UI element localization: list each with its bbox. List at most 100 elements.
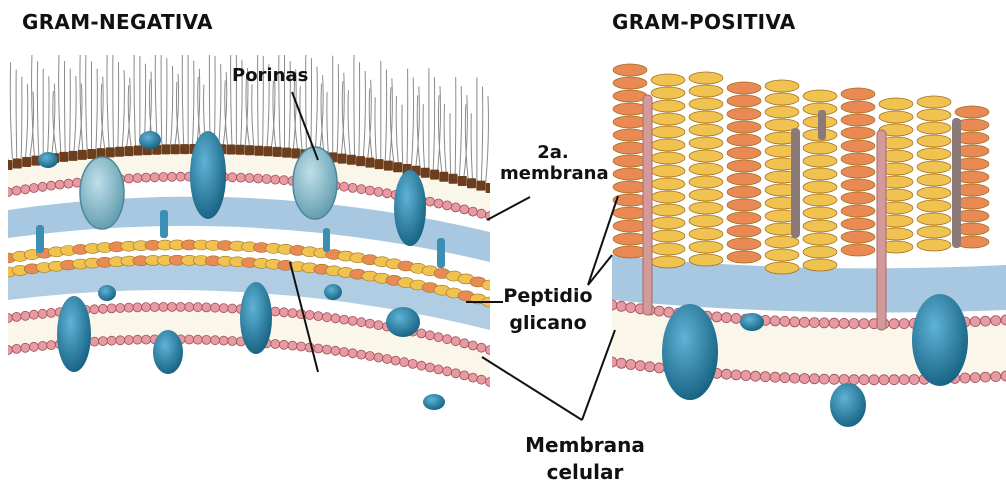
lipid-head [245, 174, 254, 183]
lps-head [291, 148, 300, 158]
peptidoglycan-unit [651, 139, 685, 151]
lipid-head [331, 346, 340, 355]
peptidoglycan-text-line2: glicano [496, 310, 600, 337]
membrane-protein [386, 307, 420, 337]
lps-head [106, 147, 115, 157]
peptidoglycan-unit [689, 189, 723, 201]
lipid-head [468, 341, 477, 350]
lps-strand [315, 67, 317, 152]
lipid-head [383, 355, 392, 364]
lipid-head [4, 188, 13, 197]
lps-head [458, 176, 467, 186]
peptidoglycan-unit [879, 98, 913, 110]
lipid-head [426, 331, 435, 340]
lps-strand [402, 105, 403, 165]
lps-strand [171, 66, 173, 145]
peptidoglycan-unit [651, 113, 685, 125]
lipid-head [800, 317, 810, 327]
lipid-head [279, 308, 288, 317]
lipid-head [991, 372, 1001, 382]
lipid-head [626, 303, 636, 313]
lipid-head [970, 317, 980, 327]
lipid-head [809, 374, 819, 384]
lipid-head [468, 207, 477, 216]
lipid-head [859, 319, 869, 329]
lps-head [439, 172, 448, 182]
lipid-head [142, 173, 151, 182]
lps-strand [155, 42, 157, 145]
lipid-head [819, 318, 829, 328]
lps-head [22, 157, 31, 167]
lipid-head [760, 372, 770, 382]
cell-membrane-leader-line-right [582, 330, 615, 420]
lps-head [69, 151, 78, 161]
lps-strand [86, 54, 87, 150]
lipid-head [38, 309, 47, 318]
peptidoglycan-unit [803, 259, 837, 271]
peptidoglycan-unit [917, 200, 951, 212]
lipid-head [185, 303, 194, 312]
lipid-head [150, 173, 159, 182]
peptidoglycan-unit [727, 108, 761, 120]
lps-strand [26, 84, 28, 157]
peptidoglycan-unit [917, 187, 951, 199]
lps-strand [182, 45, 183, 145]
lipid-head [133, 303, 142, 312]
lps-strand [70, 69, 71, 152]
lipid-head [426, 197, 435, 206]
lps-strand [348, 90, 350, 156]
peptidoglycan-unit [727, 199, 761, 211]
gram-positive-illustration [607, 64, 1006, 427]
peptidoglycan-unit [613, 155, 647, 167]
membrane-protein [662, 304, 718, 400]
lipid-head [645, 362, 655, 372]
peptidoglycan-label: Peptidio glicano [496, 283, 600, 336]
lipid-head [434, 199, 443, 208]
lipid-head [236, 173, 245, 182]
lipid-head [288, 341, 297, 350]
lipid-head [899, 319, 909, 329]
peptidoglycan-unit [651, 100, 685, 112]
lps-head [78, 150, 87, 160]
peptidoglycan-unit [803, 207, 837, 219]
peptidoglycan-unit [689, 111, 723, 123]
lps-strand [471, 113, 472, 180]
lipid-head [408, 359, 417, 368]
lipid-head [202, 335, 211, 344]
lps-head [486, 183, 495, 193]
peptidoglycan-unit [651, 256, 685, 268]
peptidoglycan-unit [613, 246, 647, 258]
lipid-head [29, 342, 38, 351]
lipid-head [279, 340, 288, 349]
lps-strand [16, 70, 17, 159]
lipid-head [616, 358, 626, 368]
membrane-protein [912, 294, 968, 386]
peptidoglycan-unit [841, 114, 875, 126]
lps-head [245, 145, 254, 155]
peptidoglycan-unit [917, 161, 951, 173]
lps-strand [107, 47, 109, 148]
lipid-head [124, 336, 133, 345]
lipoprotein [323, 228, 330, 252]
peptidoglycan-unit [689, 98, 723, 110]
lipid-head [365, 186, 374, 195]
peptidoglycan-unit [917, 135, 951, 147]
lps-head [115, 147, 124, 157]
lipid-head [477, 209, 486, 218]
peptidoglycan-unit [689, 150, 723, 162]
peptidoglycan-unit [917, 96, 951, 108]
peptidoglycan-unit [689, 124, 723, 136]
peptidoglycan-unit [689, 72, 723, 84]
lps-strand [258, 48, 259, 147]
lps-strand [96, 69, 97, 149]
peptidoglycan-unit [613, 220, 647, 232]
lipid-head [869, 375, 879, 385]
lps-strand [4, 100, 8, 160]
lps-strand [459, 86, 461, 177]
lipid-head [426, 363, 435, 372]
lipid-head [374, 321, 383, 330]
lipid-head [159, 173, 168, 182]
lps-strand [486, 96, 489, 184]
lipid-head [460, 339, 469, 348]
peptidoglycan-leader-line-right [588, 255, 612, 285]
